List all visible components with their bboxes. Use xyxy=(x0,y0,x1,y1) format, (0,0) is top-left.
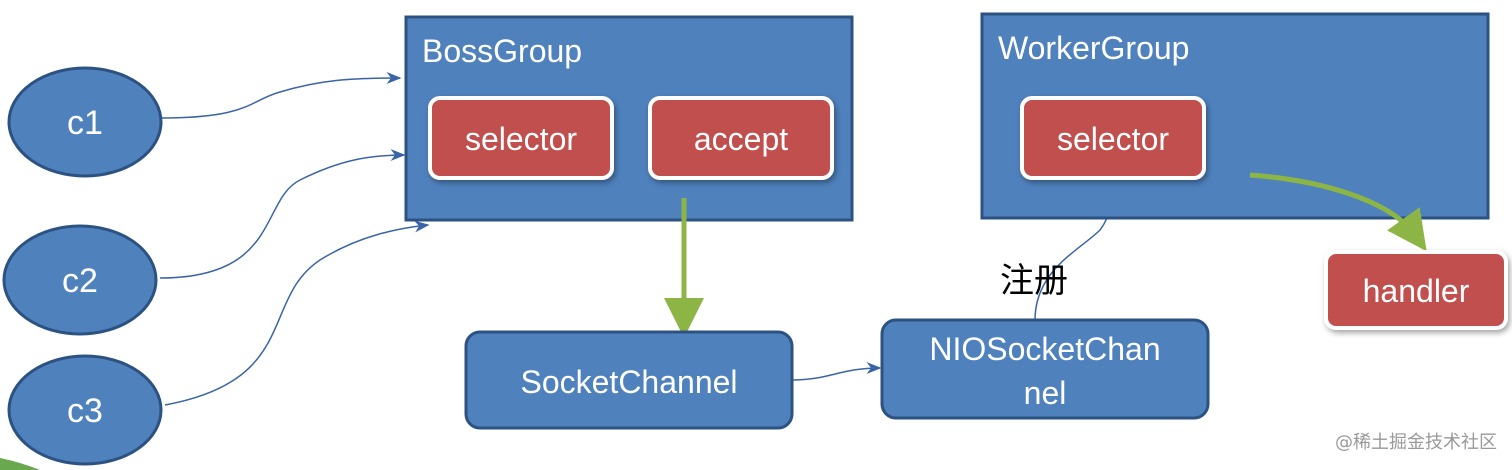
c2-connector xyxy=(159,149,406,279)
boss-selector-box xyxy=(428,96,614,180)
boss-group-title: BossGroup xyxy=(422,33,582,69)
handler-label: handler xyxy=(1363,273,1470,309)
c1-connector xyxy=(161,72,402,119)
accept-box xyxy=(648,96,834,180)
nio-label-line2: nel xyxy=(1024,375,1067,411)
worker-selector-box xyxy=(1020,96,1206,180)
nio-socket-channel-box: NIOSocketChan nel xyxy=(880,318,1210,420)
client-label: c2 xyxy=(62,262,98,300)
client-label: c3 xyxy=(67,392,103,430)
socket-channel-label: SocketChannel xyxy=(520,364,737,400)
nio-label-line1: NIOSocketChan xyxy=(929,331,1160,367)
client-c2: c2 xyxy=(2,224,158,336)
socket-channel-box: SocketChannel xyxy=(464,330,794,430)
worker-selector-label: selector xyxy=(1057,121,1169,157)
boss-selector-label: selector xyxy=(465,121,577,157)
selector-to-handler-arrow xyxy=(1249,172,1427,252)
client-label: c1 xyxy=(67,104,103,142)
socket-to-nio-connector xyxy=(791,362,882,381)
client-c1: c1 xyxy=(7,66,163,178)
handler-box: handler xyxy=(1324,250,1508,330)
worker-group-title: WorkerGroup xyxy=(998,30,1189,66)
decorative-corner xyxy=(0,458,40,470)
accept-label: accept xyxy=(694,121,788,157)
client-c3: c3 xyxy=(7,354,163,466)
boss-group: BossGroup selector accept xyxy=(404,15,854,222)
watermark: @稀土掘金技术社区 xyxy=(1335,432,1497,453)
register-label: 注册 xyxy=(1000,261,1068,301)
worker-group: WorkerGroup selector xyxy=(980,12,1490,220)
c3-connector xyxy=(164,220,430,406)
